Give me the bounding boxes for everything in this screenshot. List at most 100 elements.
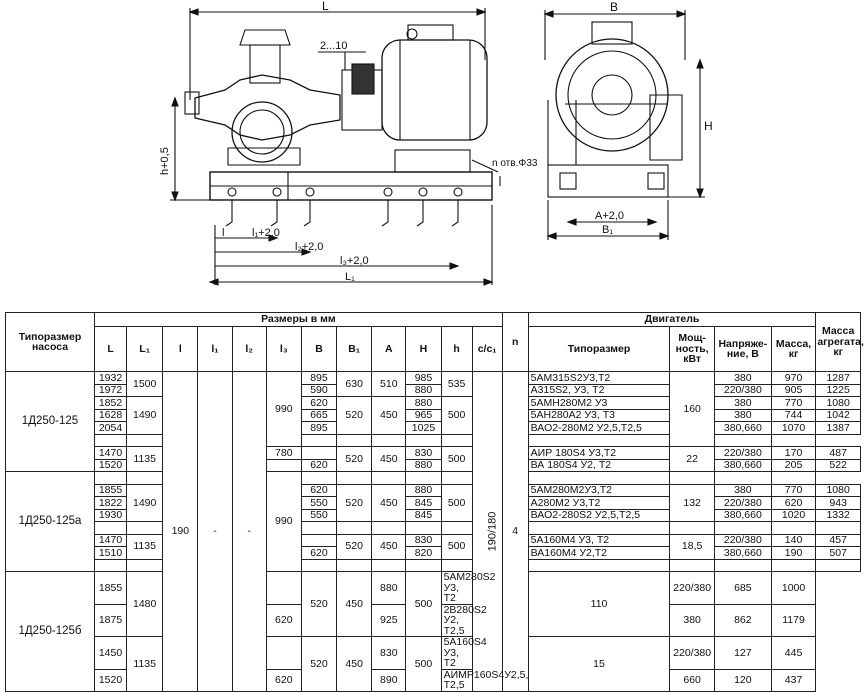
cell-L: 1972 (93, 383, 128, 397)
cell-l3: 990 (265, 471, 302, 572)
header-n: n (501, 312, 529, 372)
cell-L1: 1500 (126, 371, 164, 397)
cell-voltage: 380 (713, 396, 772, 410)
cell-voltage: 220/380 (669, 571, 715, 605)
cell-motor-mass: 1070 (770, 421, 817, 435)
header-motor-type: Типоразмер (527, 326, 671, 372)
cell-A: 450 (336, 571, 373, 637)
cell-B (300, 521, 338, 535)
dim-2-10: 2...10 (320, 40, 348, 52)
cell-voltage (713, 558, 772, 572)
cell-h: 500 (405, 636, 442, 692)
cell-motor-type (440, 433, 473, 447)
cell-voltage: 380,660 (713, 508, 772, 522)
cell-voltage: 220/380 (713, 496, 772, 510)
cell-pow: 160 (669, 371, 715, 447)
cell-B (265, 636, 302, 670)
cell-voltage: 380 (713, 483, 772, 497)
cell-unit-mass: 1387 (815, 421, 861, 435)
cell-motor-mass: 127 (713, 636, 772, 670)
cell-L (93, 558, 128, 572)
cell-L (93, 471, 128, 485)
cell-h: 500 (440, 446, 473, 472)
cell-voltage: 380,660 (713, 421, 772, 435)
table-row (6, 521, 861, 535)
cell-motor-type: ВА160М4 У2,Т2 (527, 546, 671, 560)
cell-l: 190 (162, 371, 199, 692)
cell-motor-mass: 905 (770, 383, 817, 397)
cell-unit-mass: 507 (815, 546, 861, 560)
cell-unit-mass: 1225 (815, 383, 861, 397)
header-L: L (93, 326, 128, 372)
cell-motor-type: А315S2, У3, Т2 (527, 383, 671, 397)
cell-pow (669, 558, 715, 572)
cell-A: 450 (371, 533, 407, 560)
cell-L: 1932 (93, 371, 128, 385)
cell-B: 620 (300, 396, 338, 410)
cell-L: 2054 (93, 421, 128, 435)
cell-g: 1Д250-125а (5, 471, 95, 572)
cell-motor-type: 5АМ280S2 У3, Т2 (440, 571, 496, 605)
cell-unit-mass: 1000 (770, 571, 817, 605)
header-unit-mass: Масса агрегата, кг (815, 312, 864, 372)
cell-H: 820 (405, 546, 442, 560)
cell-B: 620 (265, 603, 302, 637)
dim-B: B (610, 0, 618, 14)
cell-motor-mass: 140 (770, 533, 817, 547)
cell-L: 1520 (93, 668, 128, 692)
cell-B: 620 (265, 668, 302, 692)
header-l2: l₂ (231, 326, 267, 372)
cell-motor-type: ВАО2-280М2 У2,5,Т2,5 (527, 421, 671, 435)
pump-spec-table: Типоразмер насоса Размеры в мм n Двигате… (5, 312, 864, 692)
cell-L1 (126, 471, 164, 485)
cell-unit-mass: 1080 (815, 483, 861, 497)
cell-motor-mass: 120 (713, 668, 772, 692)
cell-motor-type: АИМР160S4У2,5, Т2,5 (440, 668, 528, 692)
cell-motor-mass: 685 (713, 571, 772, 605)
cell-H: 880 (405, 458, 442, 472)
cell-unit-mass: 1287 (815, 371, 861, 385)
cell-L1: 1135 (126, 446, 164, 472)
cell-unit-mass (815, 521, 861, 535)
cell-H: 880 (405, 383, 442, 397)
cell-L: 1822 (93, 496, 128, 510)
cell-h: 500 (440, 396, 473, 435)
cell-voltage: 380,660 (713, 546, 772, 560)
cell-unit-mass: 437 (770, 668, 817, 692)
cell-voltage: 660 (669, 668, 715, 692)
cell-B: 895 (300, 371, 338, 385)
cell-motor-type: 2В280S2 У2, Т2,5 (440, 603, 487, 637)
cell-voltage: 220/380 (669, 636, 715, 670)
cell-voltage (713, 521, 772, 535)
header-motor: Двигатель (527, 312, 817, 327)
cell-L: 1520 (93, 458, 128, 472)
cell-voltage: 220/380 (713, 533, 772, 547)
cell-L1: 1135 (126, 533, 164, 560)
cell-motor-type (527, 471, 671, 485)
header-H: H (405, 326, 442, 372)
cell-L1: 1490 (126, 396, 164, 435)
cell-L: 1470 (93, 533, 128, 547)
cell-H: 880 (405, 483, 442, 497)
cell-A (371, 521, 407, 535)
dim-l1: l₁+2,0 (252, 227, 280, 239)
cell-A: 450 (371, 483, 407, 522)
cell-H (405, 471, 442, 485)
cell-H (405, 521, 442, 535)
cell-B (300, 471, 338, 485)
cell-motor-mass: 620 (770, 496, 817, 510)
cell-l3: 990 (265, 371, 302, 447)
cell-L: 1855 (93, 483, 128, 497)
cell-H: 845 (405, 508, 442, 522)
cell-unit-mass (770, 471, 817, 485)
cell-B: 895 (300, 421, 338, 435)
header-B: B (300, 326, 338, 372)
cell-L: 1930 (93, 508, 128, 522)
header-power: Мощ-ность, кВт (669, 326, 715, 372)
cell-unit-mass: 943 (815, 496, 861, 510)
cell-motor-type: ВАО2-280S2 У2,5,Т2,5 (527, 508, 671, 522)
